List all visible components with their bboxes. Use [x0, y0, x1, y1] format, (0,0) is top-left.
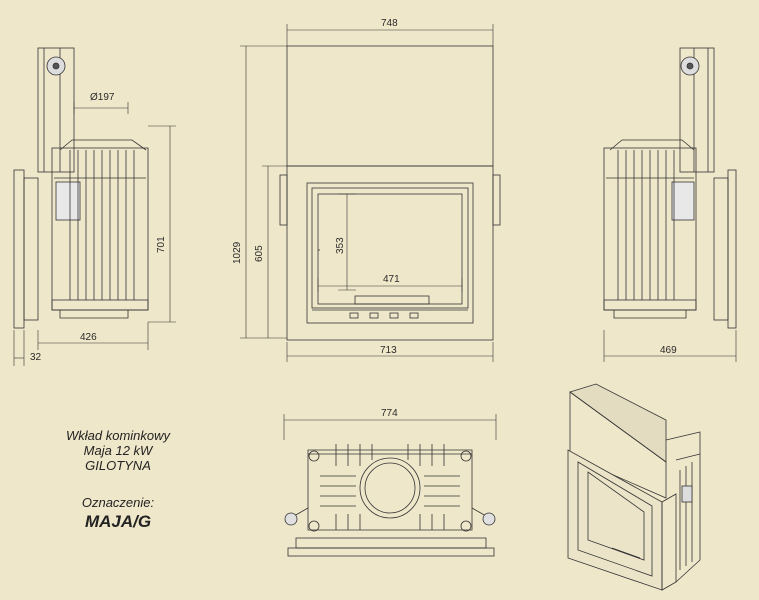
caption-line-2: Maja 12 kW [83, 443, 153, 458]
left-side-view [13, 47, 149, 329]
caption-line-1: Wkład kominkowy [65, 428, 171, 443]
designation-label: Oznaczenie: [81, 495, 155, 510]
right-depth-label: 469 [660, 345, 677, 356]
front-dimension-lines [240, 24, 494, 362]
top-fins [320, 444, 460, 530]
caption-line-3: GILOTYNA [85, 458, 151, 473]
flue-diameter-label: Ø197 [90, 92, 115, 103]
left-handle-knob-icon [284, 512, 298, 526]
isometric-view [567, 383, 701, 591]
control-knobs [349, 312, 419, 319]
model-code: MAJA/G [84, 512, 152, 531]
top-view [284, 444, 496, 557]
left-dimension-lines [13, 102, 176, 366]
front-top-width-label: 748 [381, 18, 398, 29]
top-dimension-lines [283, 414, 497, 440]
product-caption: Wkład kominkowy Maja 12 kW GILOTYNA Ozna… [38, 428, 198, 532]
top-width-label: 774 [381, 408, 398, 419]
left-flange-label: 32 [30, 352, 42, 363]
right-fins [617, 150, 675, 300]
front-view [279, 45, 501, 341]
left-depth-label: 426 [80, 332, 97, 343]
front-glass-height-label: 353 [335, 237, 346, 254]
front-total-height-label: 1029 [232, 241, 243, 264]
left-fins [69, 150, 135, 300]
right-side-view [603, 47, 737, 329]
left-height-label: 701 [156, 236, 167, 253]
front-bottom-width-label: 713 [380, 345, 397, 356]
front-glass-width-label: 471 [383, 274, 400, 285]
right-handle-knob-icon [482, 512, 496, 526]
right-dimension-lines [603, 330, 737, 362]
front-frame-height-label: 605 [254, 245, 265, 262]
